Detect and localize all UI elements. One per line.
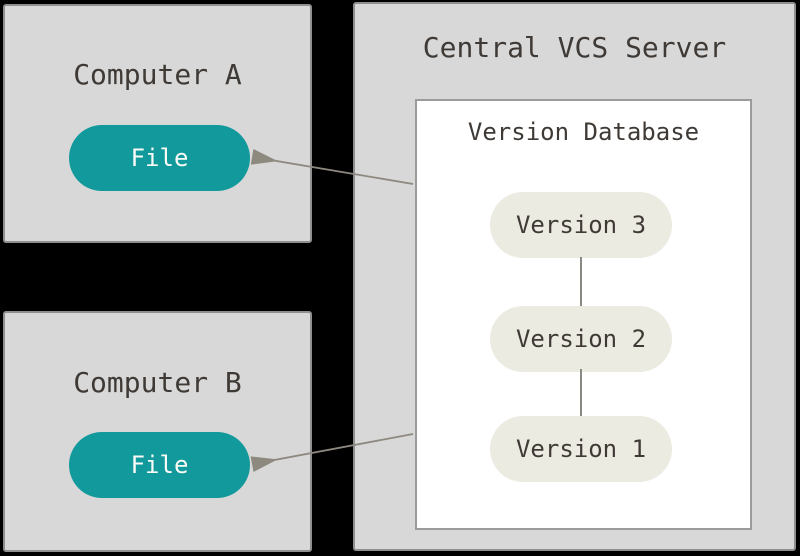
computer-b-title: Computer B — [73, 366, 242, 399]
version-3-node: Version 3 — [490, 192, 672, 258]
connector-version2-version1 — [580, 369, 582, 419]
central-vcs-server-box: Central VCS Server Version Database Vers… — [353, 2, 796, 551]
computer-b-box: Computer B File — [3, 311, 312, 552]
version-node-label: Version 3 — [515, 211, 647, 239]
file-node-label: File — [130, 144, 189, 172]
computer-a-title: Computer A — [73, 58, 242, 91]
connector-version3-version2 — [580, 257, 582, 307]
computer-a-box: Computer A File — [3, 4, 312, 243]
central-vcs-server-title: Central VCS Server — [422, 31, 727, 64]
file-node-computer-a: File — [69, 125, 250, 191]
version-database-title: Version Database — [467, 118, 700, 146]
version-1-node: Version 1 — [490, 416, 672, 482]
version-database-box: Version Database Version 3 Version 2 Ver… — [415, 99, 752, 530]
version-node-label: Version 1 — [515, 435, 647, 463]
version-node-label: Version 2 — [515, 325, 647, 353]
version-2-node: Version 2 — [490, 306, 672, 372]
file-node-computer-b: File — [69, 432, 250, 498]
file-node-label: File — [130, 451, 189, 479]
